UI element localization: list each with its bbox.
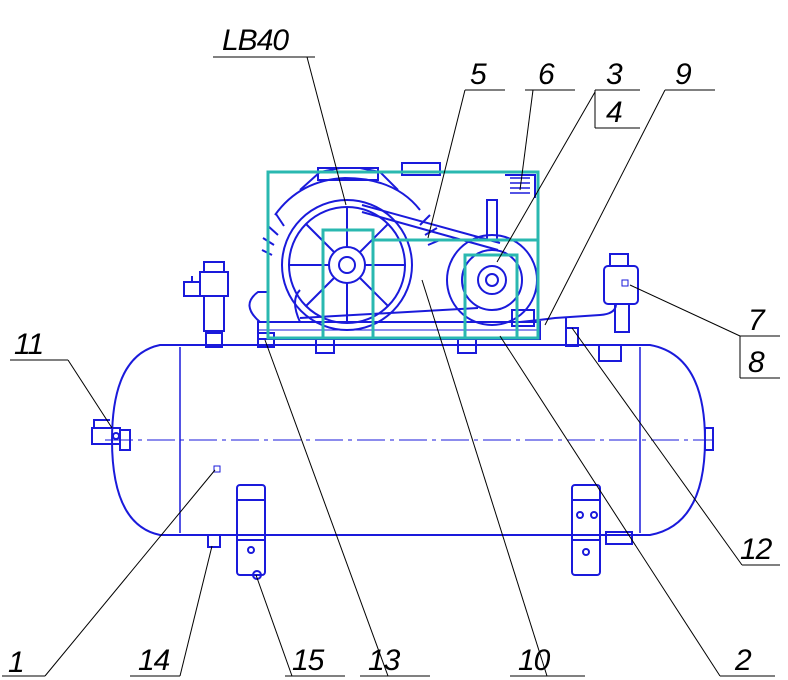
callout-labels: LB40 5 6 3 4 9 7 8 11 12 2 10 13 15 14 1 <box>8 24 774 679</box>
callout-7: 7 <box>748 304 766 337</box>
callout-12: 12 <box>740 533 773 566</box>
callout-2: 2 <box>734 644 752 677</box>
leader-lines <box>2 56 780 677</box>
callout-10: 10 <box>518 644 551 677</box>
callout-3: 3 <box>606 58 623 91</box>
callout-6: 6 <box>538 58 555 91</box>
pressure-switch <box>603 253 639 333</box>
callout-9: 9 <box>675 58 692 91</box>
callout-4: 4 <box>606 96 622 129</box>
end-fitting-right <box>704 427 714 451</box>
outlet-valve <box>91 419 131 451</box>
belt-guard-grille <box>510 177 530 194</box>
drain-plugs <box>207 465 633 548</box>
callout-8: 8 <box>748 346 765 379</box>
guard-frames <box>266 170 540 340</box>
receiver-tank <box>105 344 712 536</box>
compressor-head <box>261 162 536 331</box>
callout-13: 13 <box>368 644 401 677</box>
callout-14: 14 <box>138 644 170 677</box>
callout-lb40: LB40 <box>222 24 289 57</box>
callout-1: 1 <box>8 646 24 679</box>
electric-motor <box>446 199 538 327</box>
tank-bosses <box>205 327 622 362</box>
support-foot-right <box>571 484 601 576</box>
filter-regulator <box>183 261 229 332</box>
callout-5: 5 <box>470 58 487 91</box>
callout-11: 11 <box>14 328 43 361</box>
callout-15: 15 <box>292 644 325 677</box>
support-foot-left <box>236 484 266 580</box>
